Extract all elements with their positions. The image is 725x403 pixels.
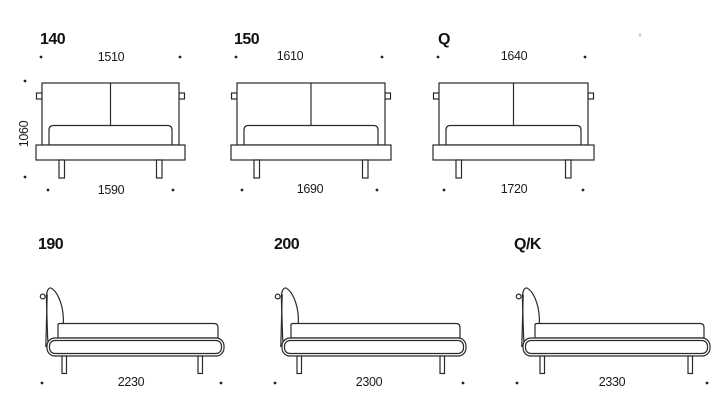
bed-base-inner-line [48,339,223,355]
wall-bracket-left [230,92,238,100]
dimension-marker-dot [178,55,182,59]
bed-side-190-drawing [39,287,225,375]
overall-length-190: 2230 [117,374,145,389]
mattress [290,322,461,339]
dimension-marker-dot [581,188,585,192]
bed-base [35,144,186,161]
size-label-qk: Q/K [514,236,541,253]
frame-width-q: 1640 [500,48,528,63]
leg-right [155,159,163,179]
overall-height: 1060 [16,120,31,148]
dimension-marker-dot [436,55,440,59]
dimension-marker-dots [23,55,709,385]
dimension-marker-dot [240,188,244,192]
leg-right [687,355,694,375]
dimension-marker-dot [375,188,379,192]
leg-left [253,159,261,179]
mattress [48,124,173,146]
wall-bracket-left [432,92,440,100]
size-label-q: Q [438,31,450,48]
dimension-marker-dot [273,381,277,385]
headboard-pivot [274,293,281,300]
leg-left [61,355,68,375]
wall-bracket-left [35,92,43,100]
headboard-pivot [39,293,46,300]
bed-base [281,337,467,357]
wall-bracket-right [384,92,392,100]
dimension-marker-dot [171,188,175,192]
leg-left [455,159,463,179]
overall-width-150: 1690 [296,181,324,196]
bed-front-q-drawing [432,82,595,179]
size-label-150: 150 [234,31,260,48]
overall-length-200: 2300 [355,374,383,389]
size-label-200: 200 [274,236,300,253]
dimension-marker-dot [515,381,519,385]
dimension-marker-dot [39,55,43,59]
overall-length-qk: 2330 [598,374,626,389]
leg-right [439,355,446,375]
bed-side-200-drawing [274,287,467,375]
leg-left [539,355,546,375]
dimension-marker-dot [461,381,465,385]
dimension-marker-dot [442,188,446,192]
dimension-marker-dot [23,79,27,83]
headboard-support-rod [45,294,48,348]
bed-base-inner-line [524,339,709,355]
bed-front-150-drawing [230,82,392,179]
mattress [243,124,379,146]
leg-right [361,159,369,179]
bed-front-140-drawing [35,82,186,179]
leg-left [58,159,66,179]
bed-base [432,144,595,161]
dimension-marker-dot [705,381,709,385]
dimension-marker-dot [23,175,27,179]
dimension-marker-dot [46,188,50,192]
bed-side-qk-drawing [515,287,711,375]
leg-right [197,355,204,375]
frame-width-150: 1610 [276,48,304,63]
dimension-marker-dot [380,55,384,59]
overall-width-q: 1720 [500,181,528,196]
dimension-marker-dot [234,55,238,59]
wall-bracket-right [587,92,595,100]
mattress [445,124,582,146]
bed-base [230,144,392,161]
size-label-140: 140 [40,31,66,48]
size-label-190: 190 [38,236,64,253]
headboard-support-rod [521,294,524,348]
bed-base [522,337,711,357]
stray-speck [638,33,642,37]
headboard-support-rod [280,294,283,348]
mattress [57,322,219,339]
dimension-marker-dot [40,381,44,385]
leg-right [564,159,572,179]
wall-bracket-right [178,92,186,100]
dimension-marker-dot [219,381,223,385]
headboard-pivot [515,293,522,300]
bed-base-inner-line [283,339,465,355]
overall-width-140: 1590 [97,182,125,197]
dimension-marker-dot [583,55,587,59]
frame-width-140: 1510 [97,49,125,64]
bed-base [46,337,225,357]
leg-left [296,355,303,375]
mattress [534,322,705,339]
